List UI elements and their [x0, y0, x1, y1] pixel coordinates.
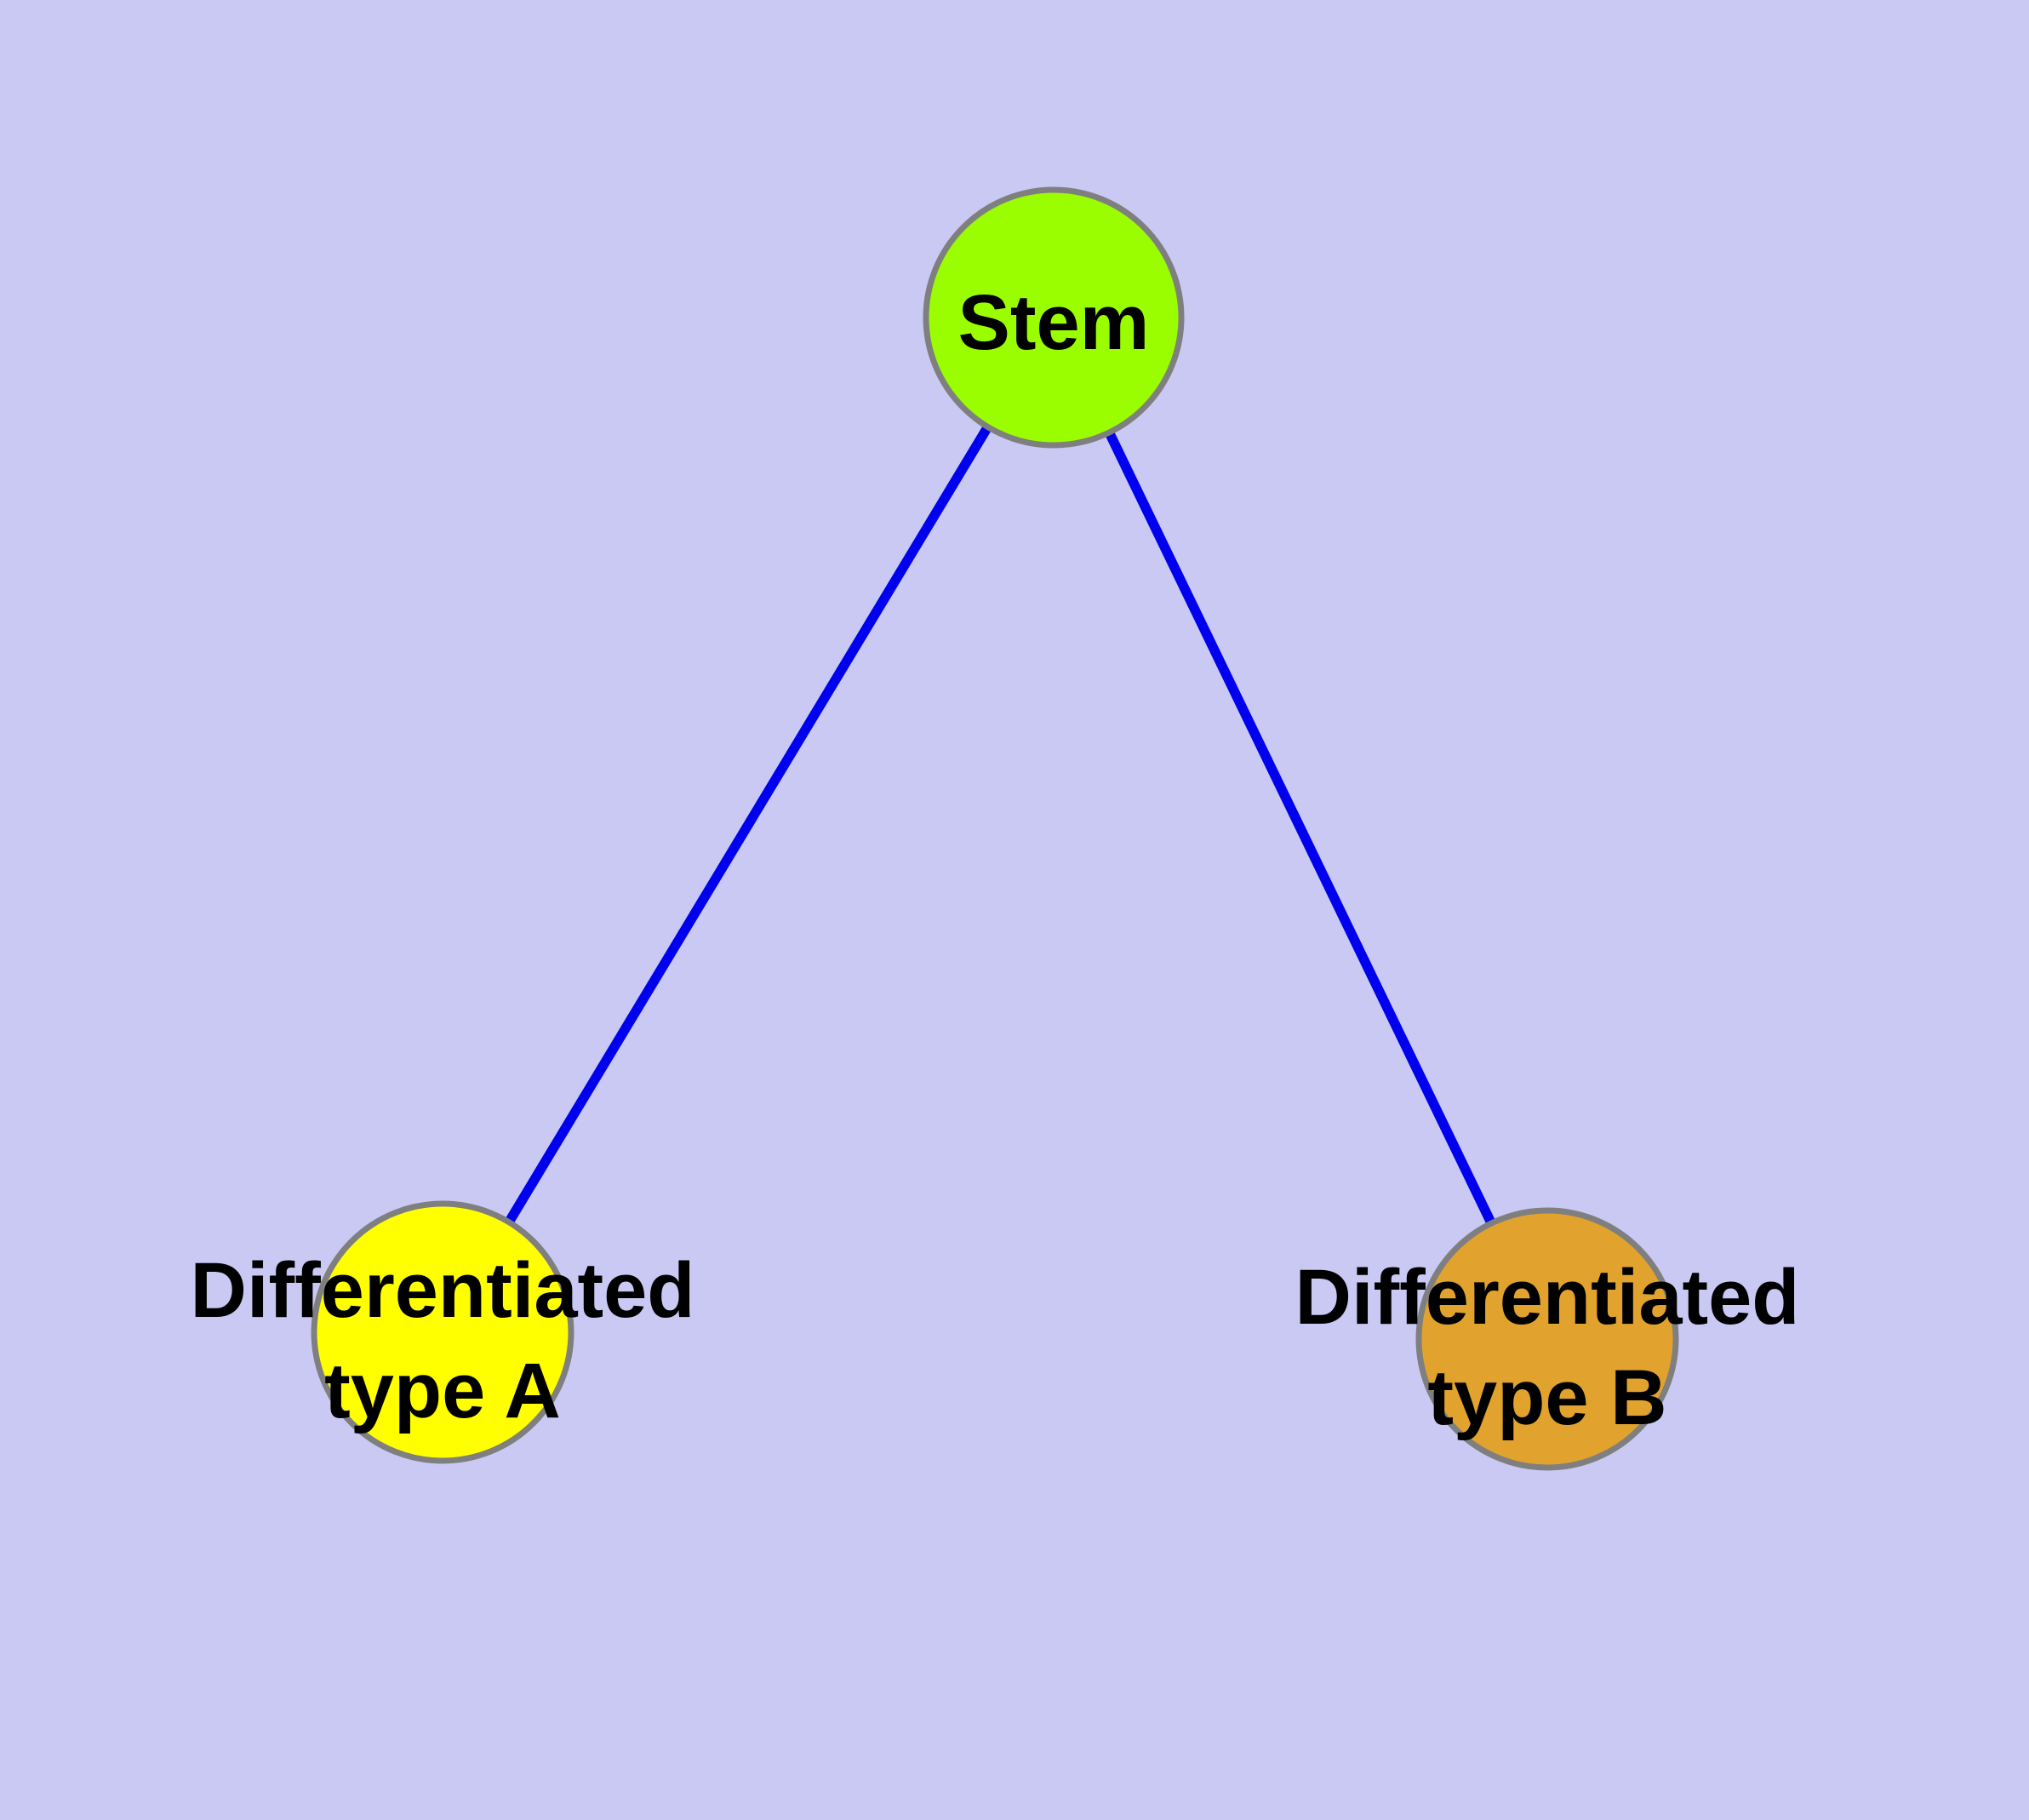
node-differentiated-type-b-label-line-1: Differentiated: [1295, 1254, 1800, 1341]
node-differentiated-type-a-label-line-1: Differentiated: [191, 1247, 695, 1334]
node-differentiated-type-a-label-line-2: type A: [324, 1348, 561, 1434]
node-stem-circle: [923, 186, 1185, 449]
edge-stem-to-type-b: [1049, 315, 1552, 1342]
node-stem-label: Stem: [958, 279, 1150, 366]
node-differentiated-type-b-circle: [1415, 1207, 1679, 1471]
node-differentiated-type-b-label-line-2: type B: [1427, 1354, 1666, 1441]
edge-stem-to-type-a: [438, 315, 1058, 1335]
node-differentiated-type-a-circle: [311, 1200, 574, 1464]
